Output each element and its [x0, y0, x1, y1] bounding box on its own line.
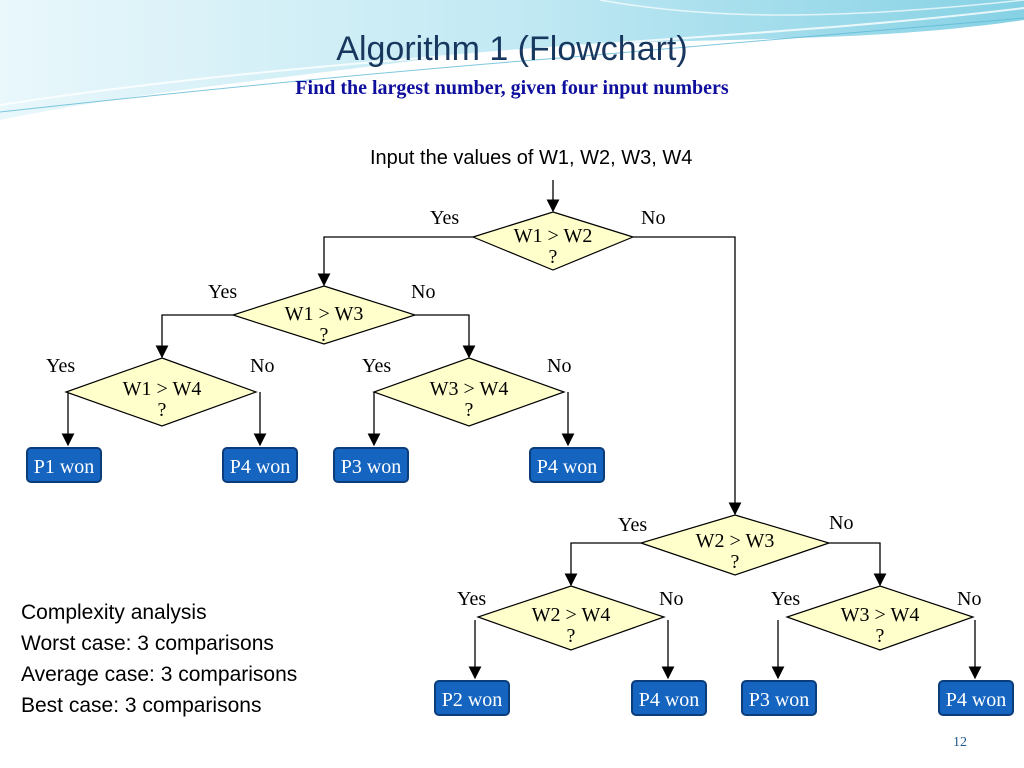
decision-5-condition: W2 > W3: [695, 530, 775, 552]
decision-3-condition: W1 > W4: [122, 378, 202, 400]
slide-subtitle: Find the largest number, given four inpu…: [295, 77, 729, 99]
decision-diamond-4: [372, 357, 566, 427]
outcome-p1-won: P1 won: [26, 447, 102, 483]
decision-label-7: W3 > W4 ?: [820, 605, 940, 647]
yes-label-d7: Yes: [771, 588, 801, 610]
decision-diamond-3: [64, 357, 258, 427]
outcome-p4-won-3: P4 won: [631, 680, 707, 716]
decision-label-3: W1 > W4 ?: [102, 379, 222, 421]
outcome-p3-won-1: P3 won: [333, 447, 409, 483]
input-step-label: Input the values of W1, W2, W3, W4: [370, 147, 693, 169]
yes-label-d3: Yes: [46, 355, 76, 377]
decision-diamond-6: [476, 585, 666, 651]
decision-5-question: ?: [730, 551, 740, 573]
decision-label-4: W3 > W4 ?: [409, 379, 529, 421]
decision-label-6: W2 > W4 ?: [511, 605, 631, 647]
outcome-p2-won: P2 won: [434, 680, 510, 716]
no-label-d3: No: [250, 355, 275, 377]
decision-label-2: W1 > W3 ?: [264, 304, 384, 346]
decision-diamond-2: [231, 285, 417, 345]
decision-6-condition: W2 > W4: [531, 604, 611, 626]
no-label-d1: No: [641, 207, 666, 229]
complexity-best-case: Best case: 3 comparisons: [21, 694, 262, 717]
no-label-d2: No: [411, 281, 436, 303]
outcome-p4-won-2: P4 won: [529, 447, 605, 483]
yes-label-d1: Yes: [430, 207, 460, 229]
connectors: [61, 180, 982, 680]
decision-label-1: W1 > W2 ?: [493, 226, 613, 268]
decision-3-question: ?: [157, 399, 167, 421]
decision-4-condition: W3 > W4: [429, 378, 509, 400]
yes-label-d5: Yes: [618, 514, 648, 536]
decision-diamond-7: [785, 585, 975, 651]
decision-4-question: ?: [464, 399, 474, 421]
page-number: 12: [953, 735, 967, 750]
yes-label-d2: Yes: [208, 281, 238, 303]
decision-2-question: ?: [319, 324, 329, 346]
outcome-p4-won-4: P4 won: [938, 680, 1014, 716]
complexity-average-case: Average case: 3 comparisons: [21, 663, 298, 686]
yes-label-d6: Yes: [457, 588, 487, 610]
decision-diamond-5: [639, 514, 831, 576]
decision-1-condition: W1 > W2: [513, 225, 593, 247]
no-label-d7: No: [957, 588, 982, 610]
slide-title: Algorithm 1 (Flowchart): [336, 30, 688, 68]
decision-diamond-1: [471, 211, 635, 271]
decision-1-question: ?: [548, 246, 558, 268]
header-wave-decoration: [0, 0, 1024, 120]
complexity-heading: Complexity analysis: [21, 601, 207, 624]
outcome-p4-won-1: P4 won: [222, 447, 298, 483]
outcome-p3-won-2: P3 won: [741, 680, 817, 716]
yes-label-d4: Yes: [362, 355, 392, 377]
decision-label-5: W2 > W3 ?: [675, 531, 795, 573]
complexity-worst-case: Worst case: 3 comparisons: [21, 632, 274, 655]
no-label-d5: No: [829, 512, 854, 534]
decision-6-question: ?: [566, 625, 576, 647]
decision-7-question: ?: [875, 625, 885, 647]
complexity-analysis: Complexity analysis Worst case: 3 compar…: [21, 597, 297, 721]
no-label-d4: No: [547, 355, 572, 377]
decision-7-condition: W3 > W4: [840, 604, 920, 626]
no-label-d6: No: [659, 588, 684, 610]
decision-2-condition: W1 > W3: [284, 303, 364, 325]
